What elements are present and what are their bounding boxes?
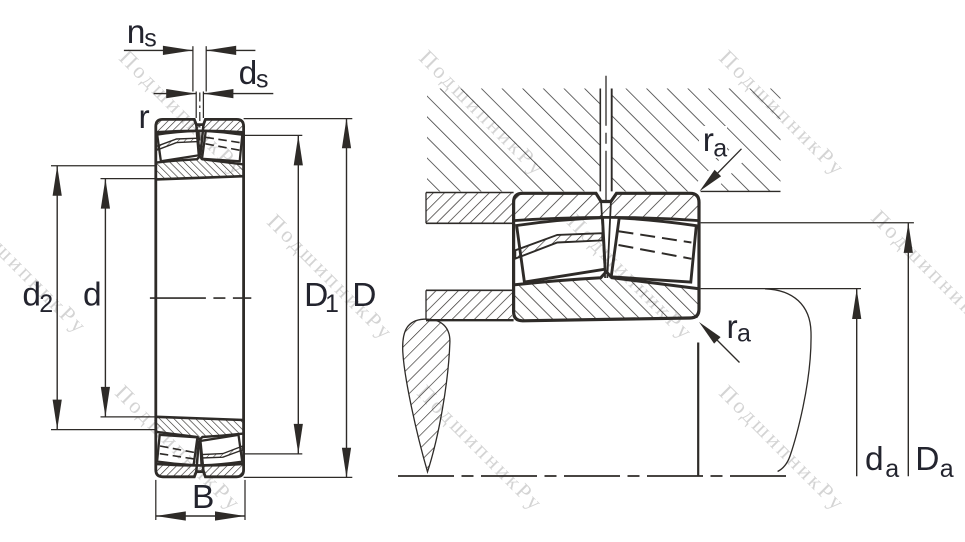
svg-text:r: r [139,99,150,136]
svg-text:r: r [703,122,714,159]
svg-text:s: s [256,66,269,94]
svg-text:d: d [865,441,884,478]
svg-text:r: r [727,309,738,346]
svg-text:a: a [885,455,899,483]
svg-text:a: a [713,135,727,163]
svg-text:d: d [83,277,102,314]
svg-text:2: 2 [39,290,53,318]
svg-text:s: s [144,25,157,53]
svg-text:1: 1 [325,290,339,318]
svg-text:a: a [940,455,954,483]
svg-text:a: a [737,320,751,348]
svg-text:D: D [352,277,376,314]
svg-text:d: d [239,55,258,92]
svg-text:d: d [22,277,41,314]
svg-text:D: D [304,277,328,314]
svg-text:n: n [127,14,146,51]
svg-text:D: D [915,441,939,478]
svg-text:B: B [192,479,214,516]
